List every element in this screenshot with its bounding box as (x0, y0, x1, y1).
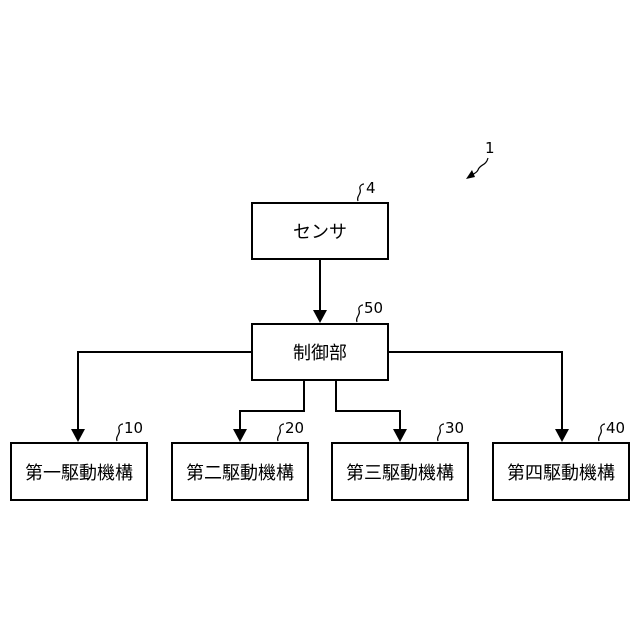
mechanism-4-label: 第四駆動機構 (507, 463, 615, 484)
mechanism-3-ref-leader (438, 424, 444, 441)
controller-ref-label: 50 (364, 299, 383, 317)
mechanism-1-ref-label: 10 (124, 419, 143, 437)
mechanism-3-label: 第三駆動機構 (346, 463, 454, 484)
mechanism-2-ref-label: 20 (285, 419, 304, 437)
overall-ref-group: 1 (466, 139, 495, 179)
controller-ref-leader (357, 305, 363, 322)
mechanism-1-label: 第一駆動機構 (25, 463, 133, 484)
overall-ref-label: 1 (485, 139, 495, 157)
connector-controller-mech3 (336, 380, 400, 433)
mechanism-4-ref-leader (599, 424, 605, 441)
mechanism-3-ref-label: 30 (445, 419, 464, 437)
arrowhead-mech2 (233, 429, 247, 442)
overall-ref-arrowhead (466, 170, 475, 179)
sensor-block: センサ 4 (252, 179, 388, 259)
arrowhead-controller (313, 310, 327, 323)
sensor-label: センサ (293, 222, 347, 243)
mechanism-2-ref-leader (278, 424, 284, 441)
arrowhead-mech1 (71, 429, 85, 442)
mechanism-4-ref-label: 40 (606, 419, 625, 437)
mechanism-1-ref-leader (117, 424, 123, 441)
controller-label: 制御部 (293, 343, 347, 364)
mechanism-2-label: 第二駆動機構 (186, 463, 294, 484)
arrowhead-mech4 (555, 429, 569, 442)
arrowhead-mech3 (393, 429, 407, 442)
connector-controller-mech1 (78, 352, 252, 433)
sensor-ref-leader (358, 184, 364, 201)
connector-controller-mech4 (388, 352, 562, 433)
sensor-ref-label: 4 (366, 179, 376, 197)
